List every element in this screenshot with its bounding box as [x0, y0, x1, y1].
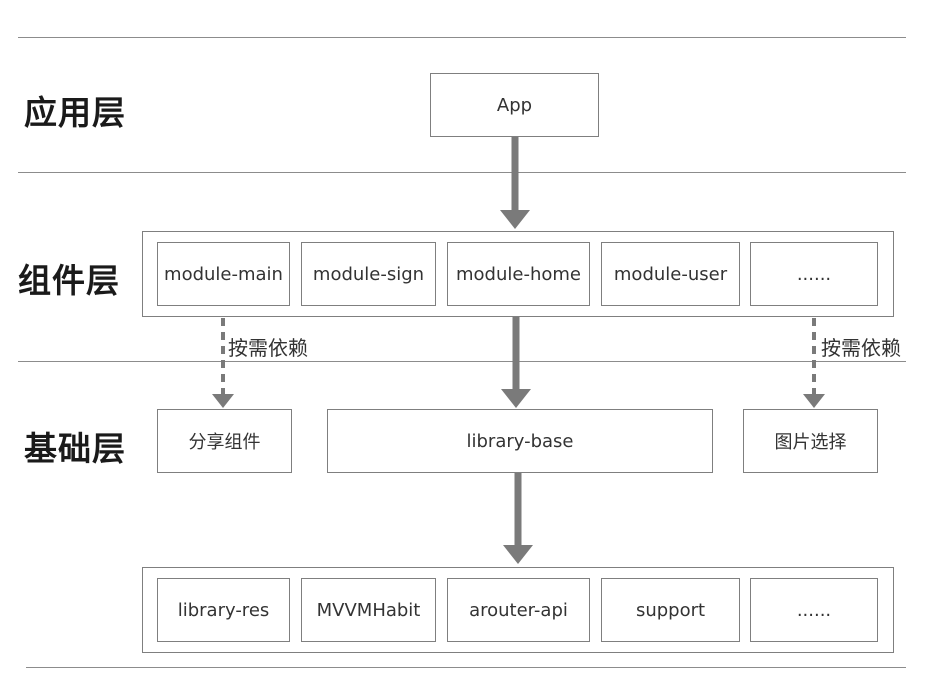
library-base-box: library-base: [327, 409, 713, 473]
arouter-api-box: arouter-api: [447, 578, 590, 642]
separator-bottom: [26, 667, 906, 668]
app-box: App: [430, 73, 599, 137]
module-user-box: module-user: [601, 242, 740, 306]
support-box: support: [601, 578, 740, 642]
arrow-components-to-library-base: [501, 317, 531, 408]
dependency-label-left: 按需依赖: [226, 332, 310, 361]
share-component-box: 分享组件: [157, 409, 292, 473]
library-res-box: library-res: [157, 578, 290, 642]
arrow-library-base-to-libraries: [503, 473, 533, 564]
arrow-app-to-components: [500, 137, 530, 229]
module-more-box: ......: [750, 242, 878, 306]
module-home-box: module-home: [447, 242, 590, 306]
layer-label-component: 组件层: [18, 261, 120, 300]
separator-app-component: [18, 172, 906, 173]
layer-label-base: 基础层: [24, 429, 126, 468]
layer-label-app: 应用层: [24, 93, 126, 132]
mvvmhabit-box: MVVMHabit: [301, 578, 436, 642]
library-more-box: ......: [750, 578, 878, 642]
module-sign-box: module-sign: [301, 242, 436, 306]
module-main-box: module-main: [157, 242, 290, 306]
dependency-label-right: 按需依赖: [819, 332, 903, 361]
separator-top: [18, 37, 906, 38]
image-picker-box: 图片选择: [743, 409, 878, 473]
separator-component-base: [18, 361, 906, 362]
